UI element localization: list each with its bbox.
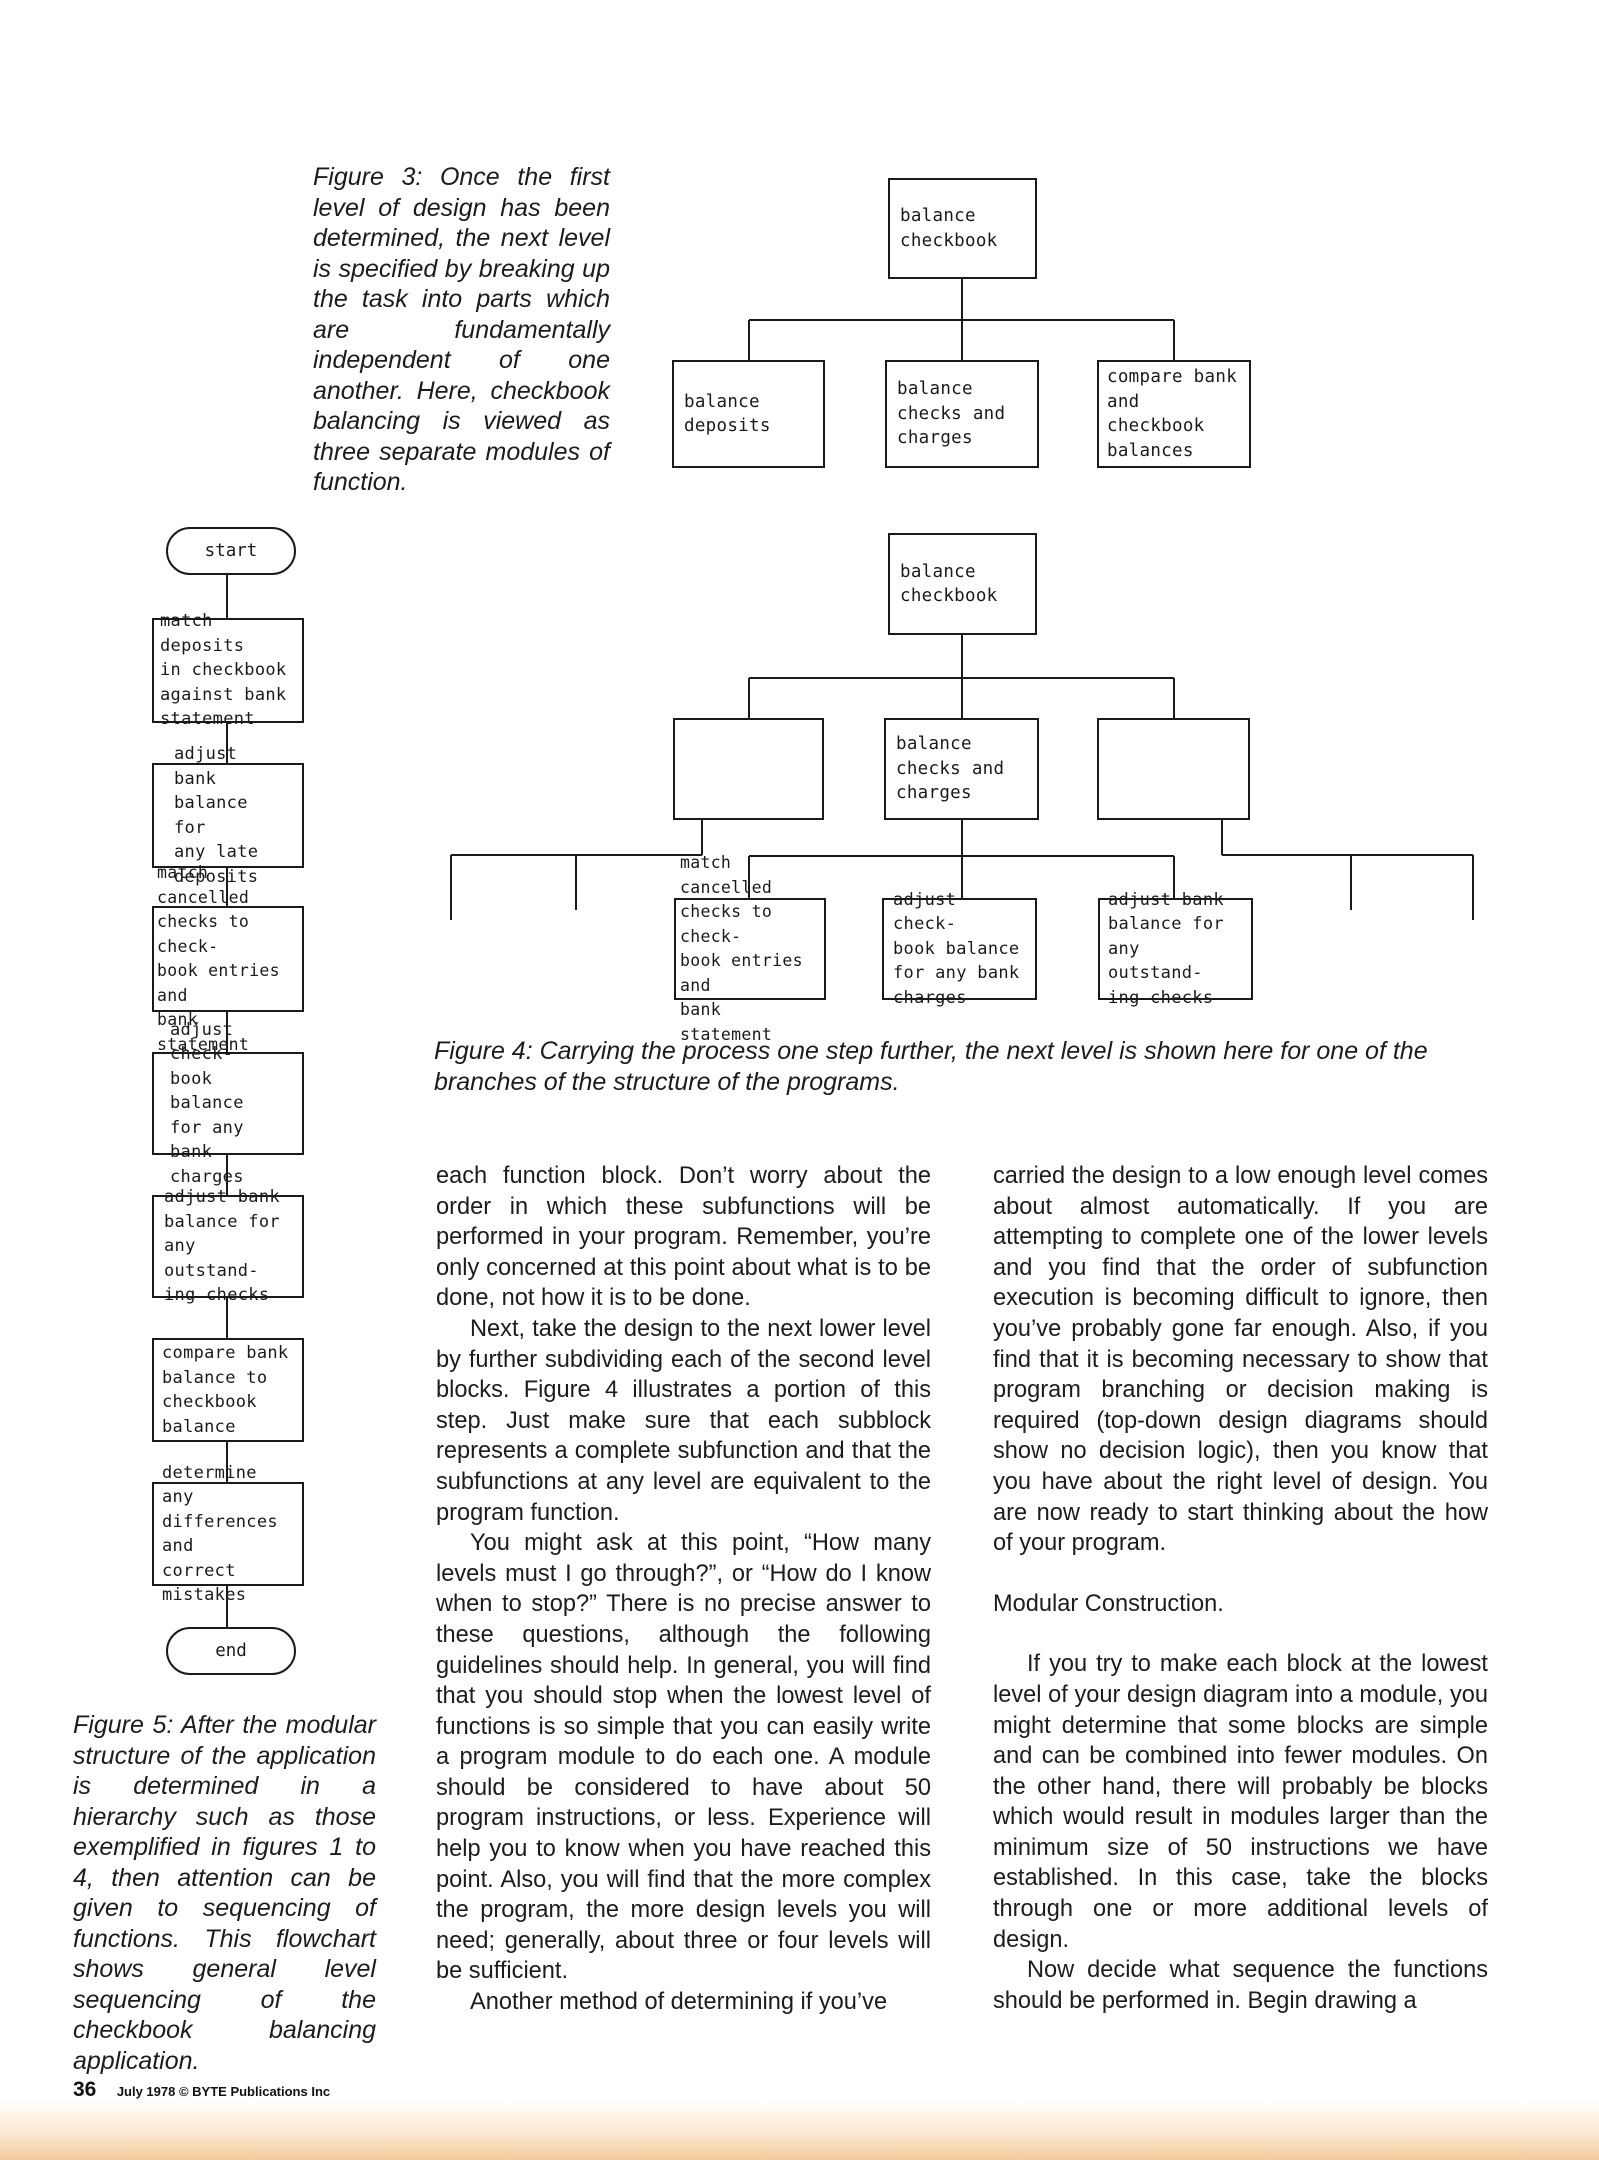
- flowchart-step: match deposits in checkbook against bank…: [152, 611, 304, 729]
- flowchart-step: adjust bank balance for any outstand- in…: [152, 1187, 304, 1305]
- flowchart-start: start: [166, 527, 296, 575]
- flowchart-step: adjust bank balance for any late deposit…: [152, 744, 304, 887]
- section-heading: Modular Construction.: [993, 1590, 1224, 1617]
- figure-3-caption: Figure 3: Once the first level of design…: [313, 163, 610, 496]
- fig3-root-box: balance checkbook: [888, 178, 1037, 279]
- fig4-middle-box: balance checks and charges: [884, 718, 1039, 820]
- fig4-empty-box: [1097, 718, 1250, 820]
- figure-5-caption: Figure 5: After the modular structure of…: [73, 1711, 376, 2075]
- fig4-root-box: balance checkbook: [888, 533, 1037, 635]
- footer-credit: July 1978 © BYTE Publications Inc: [116, 2084, 331, 2099]
- article-paragraph: If you try to make each block at the low…: [993, 1651, 1488, 1953]
- fig3-child-box: compare bank and checkbook balances: [1097, 360, 1251, 468]
- fig4-leaf-box: adjust bank balance for any outstand- in…: [1098, 890, 1253, 1008]
- article-paragraph: Another method of determining if you’ve: [470, 1989, 888, 2016]
- fig4-leaf-box: match cancelled checks to check- book en…: [674, 853, 826, 1044]
- article-paragraph: each function block. Don’t worry about t…: [436, 1163, 931, 1312]
- flowchart-step: match cancelled checks to check- book en…: [152, 863, 304, 1054]
- flowchart-step: compare bank balance to checkbook balanc…: [152, 1338, 304, 1442]
- article-paragraph: You might ask at this point, “How many l…: [436, 1530, 931, 1985]
- article-paragraph: Next, take the design to the next lower …: [436, 1315, 931, 1526]
- fig4-leaf-box: adjust check- book balance for any bank …: [882, 890, 1037, 1008]
- page-edge-stain: [0, 2100, 1599, 2160]
- figure-4-caption: Figure 4: Carrying the process one step …: [434, 1037, 1428, 1096]
- article-paragraph: carried the design to a low enough level…: [993, 1163, 1488, 1557]
- flowchart-step: adjust check- book balance for any bank …: [152, 1020, 304, 1187]
- article-paragraph: Now decide what sequence the functions s…: [993, 1957, 1488, 2014]
- flowchart-end: end: [166, 1627, 296, 1675]
- page-footer: 36 July 1978 © BYTE Publications Inc: [73, 2078, 330, 2102]
- fig3-child-box: balance checks and charges: [885, 360, 1039, 468]
- page-number: 36: [73, 2078, 97, 2101]
- flowchart-step: determine any differences and correct mi…: [152, 1463, 304, 1605]
- article-column-2: carried the design to a low enough level…: [993, 1161, 1488, 2016]
- fig4-empty-box: [673, 718, 824, 820]
- fig3-child-box: balance deposits: [672, 360, 825, 468]
- article-column-1: each function block. Don’t worry about t…: [436, 1161, 931, 2018]
